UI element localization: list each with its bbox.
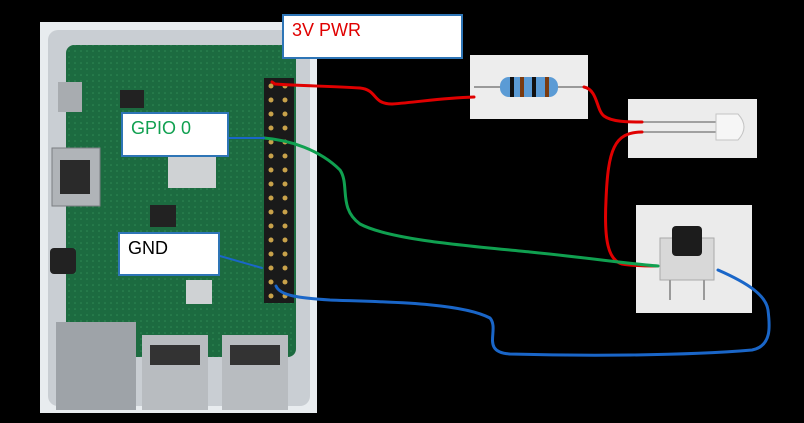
power-pin-label: 3V PWR	[282, 14, 463, 59]
led-button-wire	[604, 130, 658, 268]
resistor	[470, 55, 588, 119]
resistor-led-wire	[582, 85, 644, 124]
raspberry-pi-board	[40, 22, 317, 413]
power-wire	[270, 80, 476, 106]
ground-pin-label: GND	[118, 232, 220, 276]
ground-wire	[274, 268, 771, 357]
gnd-pin-lead	[219, 255, 263, 269]
push-button	[636, 205, 752, 313]
led	[628, 99, 757, 158]
gpio-wire	[262, 136, 660, 268]
gpio-pin-label: GPIO 0	[121, 112, 229, 157]
